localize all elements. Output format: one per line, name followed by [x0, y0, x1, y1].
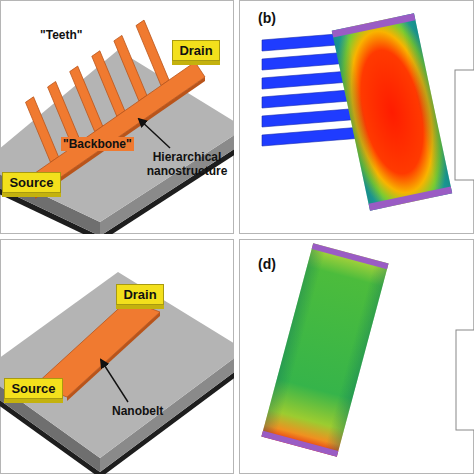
pad-label: Source	[9, 175, 53, 190]
part-label: Hierarchical nanostructure	[140, 150, 234, 179]
electrode-pad: Source	[4, 378, 63, 399]
comb-device-drawing	[0, 20, 234, 234]
nanobelt-simulation-map	[261, 243, 474, 456]
comb-simulation-map	[262, 13, 474, 210]
electrode-pad: Drain	[172, 40, 220, 61]
nanobelt-device-drawing	[0, 272, 234, 474]
pad-label: Drain	[179, 43, 212, 58]
part-label: Nanobelt	[112, 404, 163, 418]
panel-letter: (b)	[258, 10, 276, 27]
panel-letter: (d)	[258, 256, 276, 273]
part-label: "Backbone"	[61, 137, 134, 151]
pad-label: Source	[11, 381, 55, 396]
part-label: "Teeth"	[40, 28, 83, 42]
electrode-pad: Source	[2, 172, 61, 193]
pad-label: Drain	[123, 287, 156, 302]
electrode-pad: Drain	[116, 284, 164, 305]
